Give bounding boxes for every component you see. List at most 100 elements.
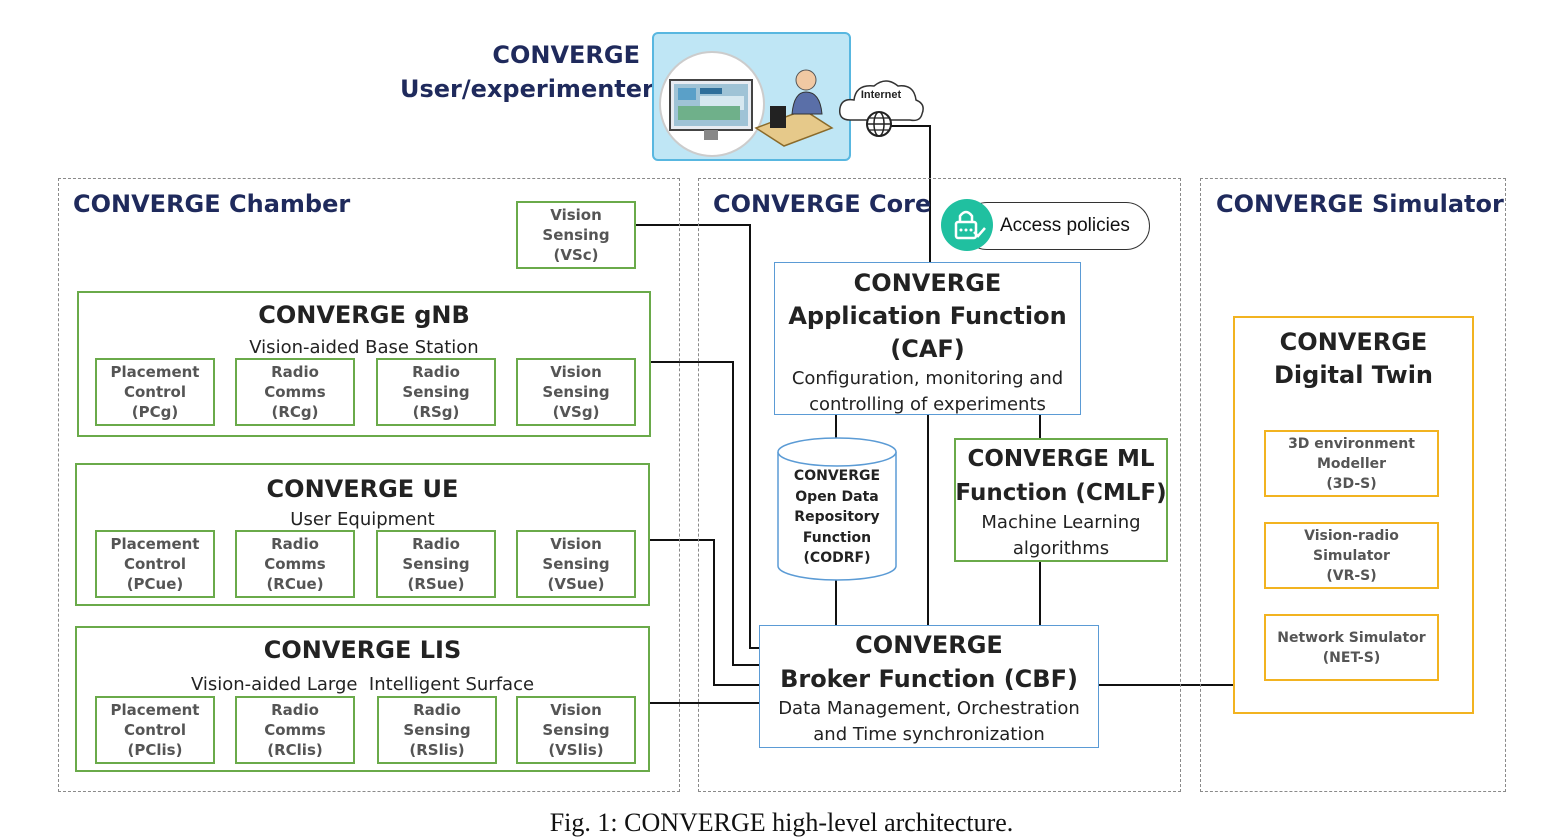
unit-line: Placement	[110, 535, 200, 553]
sim-unit-net: Network Simulator (NET-S)	[1264, 614, 1439, 681]
gnb-unit: Radio Sensing (RSg)	[376, 358, 496, 426]
core-zone	[698, 178, 1181, 792]
unit-line: (VSue)	[547, 575, 605, 593]
unit-line: Control	[123, 721, 186, 739]
cbf-desc-line: Data Management, Orchestration	[778, 698, 1080, 719]
user-title: CONVERGE User/experimenter	[400, 38, 654, 106]
chamber-title: CONVERGE Chamber	[73, 190, 351, 218]
unit-line: Vision	[550, 363, 602, 381]
vsc-line2: Sensing	[542, 226, 610, 244]
digital-twin-title: CONVERGE Digital Twin	[1235, 326, 1472, 392]
unit-line: Modeller	[1316, 455, 1387, 472]
unit-line: Radio	[412, 535, 460, 553]
unit-line: Sensing	[542, 555, 610, 573]
figure-caption: Fig. 1: CONVERGE high-level architecture…	[549, 808, 1014, 837]
chamber-zone	[58, 178, 680, 792]
vsc-line1: Vision	[550, 206, 602, 224]
unit-line: Control	[123, 383, 186, 401]
gnb-unit: Vision Sensing (VSg)	[516, 358, 636, 426]
cmlf-desc-line: Machine Learning	[981, 512, 1141, 533]
ue-unit: Radio Comms (RCue)	[235, 530, 355, 598]
simulator-zone	[1200, 178, 1506, 792]
vsc-cbf-line	[636, 224, 760, 649]
caf-desc-line: controlling of experiments	[809, 394, 1046, 415]
unit-line: Sensing	[542, 721, 610, 739]
gnb-title: CONVERGE gNB	[258, 301, 470, 329]
cmlf-title-line: CONVERGE ML	[967, 446, 1155, 472]
lis-title: CONVERGE LIS	[263, 636, 462, 664]
internet-cloud: Internet	[836, 76, 926, 142]
unit-line: Radio	[271, 535, 319, 553]
unit-line: Sensing	[542, 383, 610, 401]
cloud-icon	[838, 80, 924, 137]
lis-unit: Vision Sensing (VSlis)	[516, 696, 636, 764]
lock-shield-icon	[940, 198, 994, 252]
ue-cbf-line	[650, 539, 760, 686]
unit-line: (PCg)	[131, 403, 179, 421]
unit-line: Simulator	[1313, 547, 1390, 564]
internet-caf-line	[880, 125, 931, 262]
unit-line: Radio	[271, 701, 319, 719]
cbf-desc-line: and Time synchronization	[813, 724, 1045, 745]
caf-title-line: CONVERGE	[853, 269, 1002, 297]
lis-unit: Placement Control (PClis)	[95, 696, 215, 764]
lis-unit: Radio Comms (RClis)	[235, 696, 355, 764]
user-title-line2: User/experimenter	[400, 75, 654, 103]
caf-title-line: (CAF)	[890, 335, 965, 363]
unit-line: Radio	[413, 701, 461, 719]
database-icon	[777, 437, 897, 581]
unit-line: Radio	[271, 363, 319, 381]
unit-line: Vision	[550, 535, 602, 553]
sim-unit-vr: Vision-radio Simulator (VR-S)	[1264, 522, 1439, 589]
sim-unit-3d: 3D environment Modeller (3D-S)	[1264, 430, 1439, 497]
codrf-line: (CODRF)	[803, 550, 871, 566]
unit-line: (RCue)	[266, 575, 324, 593]
twin-title-line: Digital Twin	[1273, 361, 1434, 389]
unit-line: Sensing	[403, 721, 471, 739]
unit-line: Comms	[264, 721, 326, 739]
codrf-line: CONVERGE	[793, 468, 881, 484]
cmlf-title-line: Function (CMLF)	[955, 480, 1167, 506]
unit-line: Vision-radio	[1304, 527, 1399, 544]
unit-line: Placement	[110, 701, 200, 719]
unit-line: (RCg)	[271, 403, 319, 421]
cbf-box: CONVERGE Broker Function (CBF) Data Mana…	[759, 625, 1099, 748]
unit-line: (VSg)	[552, 403, 600, 421]
unit-line: Placement	[110, 363, 200, 381]
lis-subtitle: Vision-aided Large Intelligent Surface	[190, 674, 535, 695]
unit-line: Radio	[412, 363, 460, 381]
gnb-unit: Placement Control (PCg)	[95, 358, 215, 426]
gnb-unit: Radio Comms (RCg)	[235, 358, 355, 426]
unit-line: Sensing	[402, 555, 470, 573]
internet-label: Internet	[860, 89, 902, 101]
ue-subtitle: User Equipment	[290, 509, 435, 530]
unit-line: (VR-S)	[1326, 567, 1377, 584]
unit-line: (VSlis)	[548, 741, 604, 759]
unit-line: (3D-S)	[1326, 475, 1377, 492]
unit-line: 3D environment	[1288, 435, 1415, 452]
unit-line: (RSg)	[412, 403, 460, 421]
unit-line: (PClis)	[127, 741, 183, 759]
user-panel	[652, 32, 851, 161]
caf-box: CONVERGE Application Function (CAF) Conf…	[774, 262, 1081, 415]
unit-line: (RSlis)	[409, 741, 465, 759]
codrf-cylinder: CONVERGE Open Data Repository Function (…	[776, 436, 898, 582]
access-policies-label: Access policies	[1000, 215, 1130, 236]
unit-line: (RSue)	[407, 575, 465, 593]
codrf-line: Open Data	[795, 488, 879, 505]
ue-unit: Vision Sensing (VSue)	[516, 530, 636, 598]
simulator-title: CONVERGE Simulator	[1216, 190, 1504, 218]
access-policies: Access policies	[963, 202, 1150, 250]
vsc-line3: (VSc)	[553, 246, 599, 264]
core-title: CONVERGE Core	[713, 190, 932, 218]
gnb-subtitle: Vision-aided Base Station	[249, 337, 479, 358]
cmlf-desc-line: algorithms	[1012, 538, 1110, 559]
cbf-title-line: CONVERGE	[855, 631, 1003, 659]
caf-desc-line: Configuration, monitoring and	[791, 368, 1064, 389]
gnb-cbf-line	[651, 361, 760, 666]
codrf-line: Function	[802, 529, 872, 546]
unit-line: Comms	[264, 383, 326, 401]
unit-line: Sensing	[402, 383, 470, 401]
codrf-text: CONVERGE Open Data Repository Function (…	[776, 466, 898, 569]
